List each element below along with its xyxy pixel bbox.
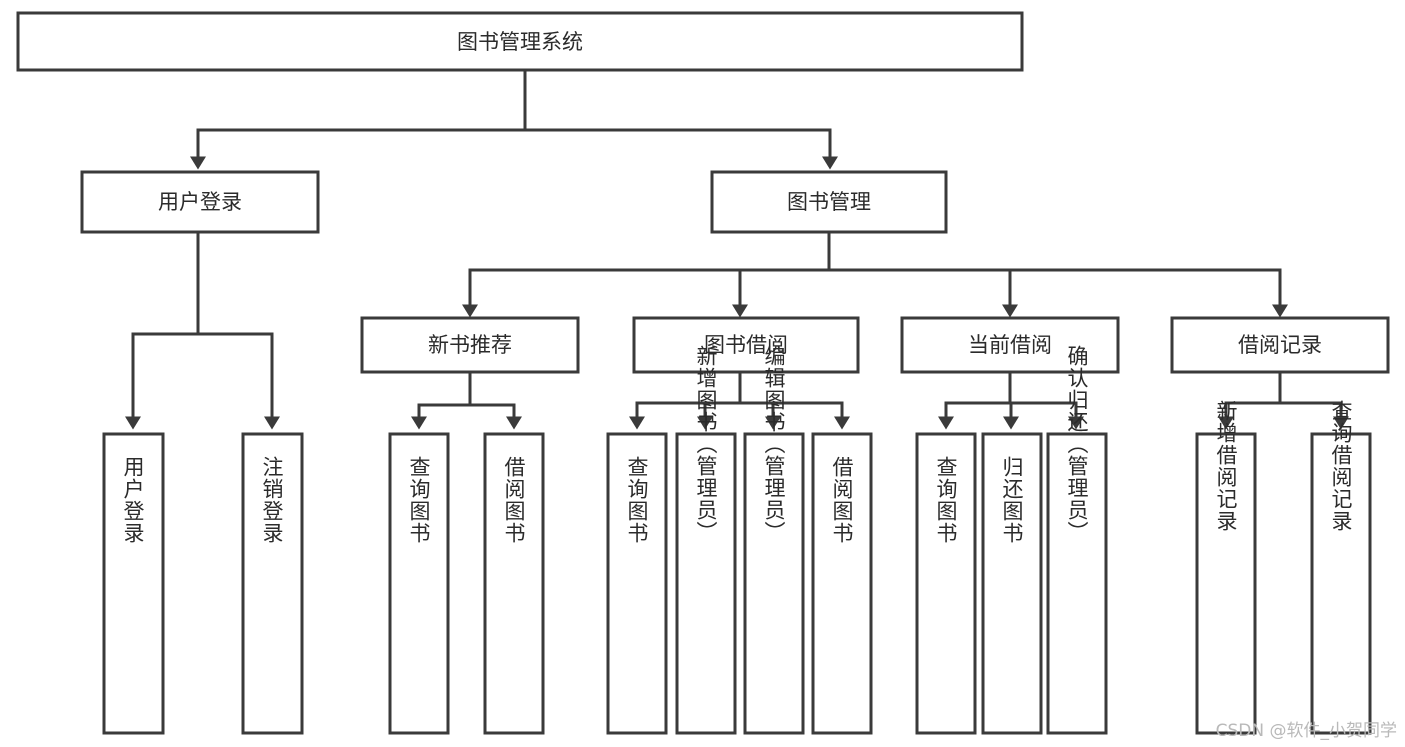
- node-leaf-return-book-label: 归还图书: [1000, 456, 1024, 544]
- node-leaf-borrow-book-b-box: [811, 432, 873, 735]
- node-current-borrow-box: [900, 316, 1120, 374]
- node-book-borrow-box: [632, 316, 860, 374]
- node-leaf-borrow-book-a-label: 借阅图书: [502, 456, 526, 544]
- node-leaf-add-record[interactable]: 新增借阅记录: [1195, 400, 1257, 735]
- node-leaf-query-book-a-box: [388, 432, 450, 735]
- node-leaf-confirm-return[interactable]: 确认归还（管理员）: [1046, 345, 1108, 735]
- node-leaf-query-book-a[interactable]: 查询图书: [388, 432, 450, 735]
- node-leaf-query-record-box: [1310, 432, 1372, 735]
- node-leaf-add-record-label: 新增借阅记录: [1214, 400, 1238, 532]
- node-leaf-query-book-b-label: 查询图书: [625, 456, 649, 544]
- node-borrow-record-box: [1170, 316, 1390, 374]
- node-leaf-edit-book-label: 编辑图书（管理员）: [762, 345, 786, 543]
- node-leaf-user-login-label: 用户登录: [121, 456, 145, 544]
- node-leaf-query-record[interactable]: 查询借阅记录: [1310, 400, 1372, 735]
- node-leaf-add-record-box: [1195, 432, 1257, 735]
- node-leaf-edit-book[interactable]: 编辑图书（管理员）: [743, 345, 805, 735]
- node-book-mgmt-label: 图书管理: [787, 190, 871, 214]
- node-leaf-query-record-label: 查询借阅记录: [1329, 400, 1353, 532]
- node-root-box: [16, 11, 1024, 72]
- node-leaf-query-book-c[interactable]: 查询图书: [915, 432, 977, 735]
- node-new-book-rec[interactable]: 新书推荐: [360, 316, 580, 374]
- node-new-book-rec-box: [360, 316, 580, 374]
- node-leaf-edit-book-box: [743, 432, 805, 735]
- node-book-mgmt-box: [710, 170, 948, 234]
- node-user-login-box: [80, 170, 320, 234]
- node-leaf-logout-box: [241, 432, 304, 735]
- node-leaf-borrow-book-b[interactable]: 借阅图书: [811, 432, 873, 735]
- node-leaf-query-book-a-label: 查询图书: [407, 456, 431, 544]
- node-leaf-return-book[interactable]: 归还图书: [981, 432, 1043, 735]
- node-new-book-rec-label: 新书推荐: [428, 333, 512, 357]
- node-leaf-user-login[interactable]: 用户登录: [102, 432, 165, 735]
- node-leaf-borrow-book-a[interactable]: 借阅图书: [483, 432, 545, 735]
- node-root-label: 图书管理系统: [457, 30, 583, 54]
- node-leaf-query-book-c-label: 查询图书: [934, 456, 958, 544]
- node-leaf-add-book[interactable]: 新增图书（管理员）: [675, 345, 737, 735]
- node-root[interactable]: 图书管理系统: [16, 11, 1024, 72]
- node-leaf-add-book-box: [675, 432, 737, 735]
- node-leaf-logout-label: 注销登录: [260, 456, 284, 544]
- node-user-login[interactable]: 用户登录: [80, 170, 320, 234]
- node-leaf-logout[interactable]: 注销登录: [241, 432, 304, 735]
- node-leaf-confirm-return-label: 确认归还（管理员）: [1065, 345, 1089, 543]
- node-user-login-label: 用户登录: [158, 190, 242, 214]
- node-leaf-user-login-box: [102, 432, 165, 735]
- node-current-borrow-label: 当前借阅: [968, 333, 1052, 357]
- node-leaf-confirm-return-box: [1046, 432, 1108, 735]
- connector-layer: [125, 68, 1349, 430]
- node-leaf-query-book-c-box: [915, 432, 977, 735]
- node-leaf-borrow-book-a-box: [483, 432, 545, 735]
- node-book-borrow[interactable]: 图书借阅: [632, 316, 860, 374]
- node-current-borrow[interactable]: 当前借阅: [900, 316, 1120, 374]
- node-leaf-add-book-label: 新增图书（管理员）: [694, 345, 718, 543]
- node-borrow-record-label: 借阅记录: [1238, 333, 1322, 357]
- node-leaf-query-book-b[interactable]: 查询图书: [606, 432, 668, 735]
- node-leaf-return-book-box: [981, 432, 1043, 735]
- node-leaf-borrow-book-b-label: 借阅图书: [830, 456, 854, 544]
- node-book-borrow-label: 图书借阅: [704, 333, 788, 357]
- node-book-mgmt[interactable]: 图书管理: [710, 170, 948, 234]
- node-leaf-query-book-b-box: [606, 432, 668, 735]
- node-borrow-record[interactable]: 借阅记录: [1170, 316, 1390, 374]
